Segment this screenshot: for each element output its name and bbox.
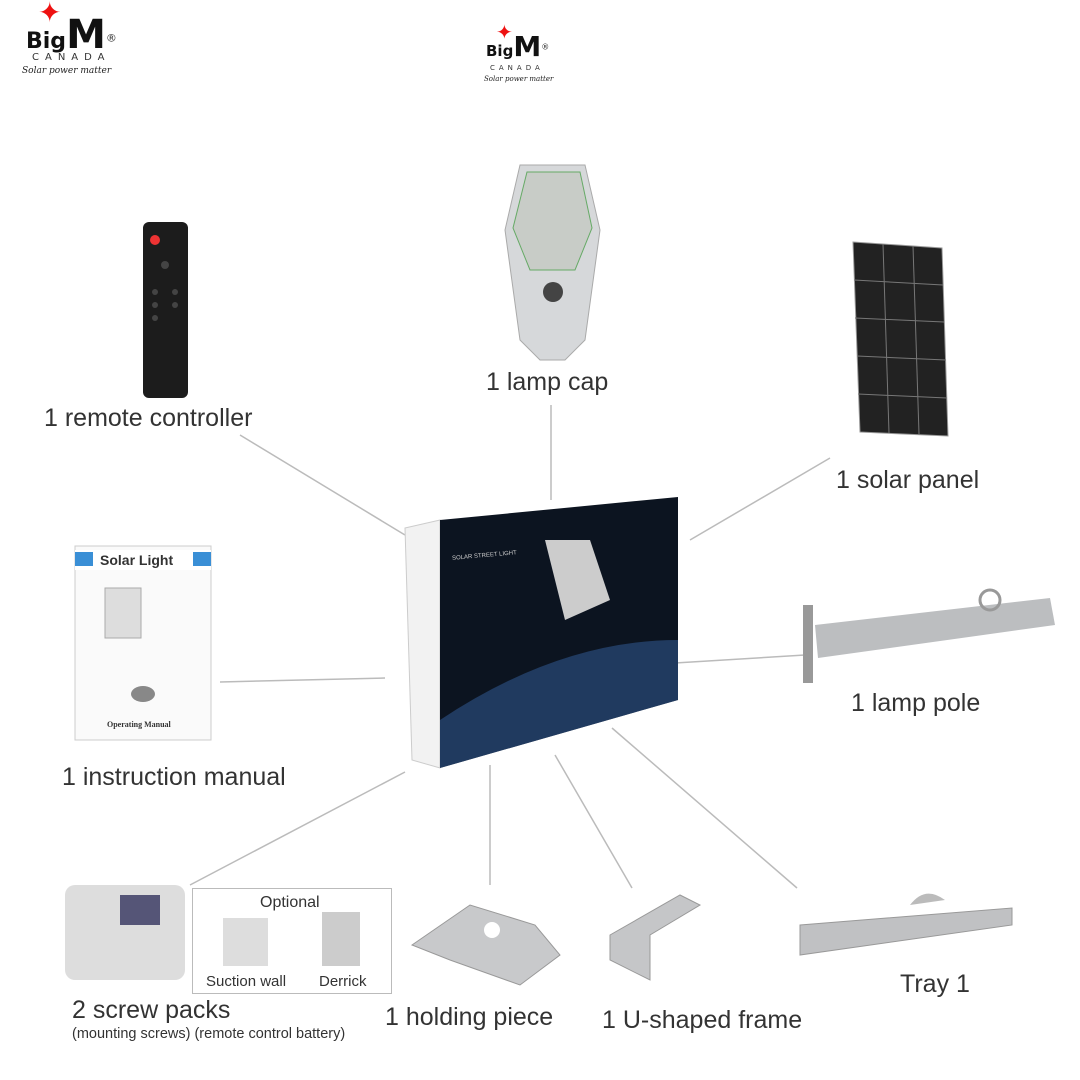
manual-cover-title: Solar Light — [100, 552, 174, 568]
logo-big: Big — [486, 42, 514, 60]
logo-tagline: Solar power matter — [22, 66, 112, 76]
logo-reg: ® — [105, 31, 117, 45]
logo-m: M — [66, 12, 106, 58]
logo-country: CANADA — [490, 64, 544, 72]
label-lamp-pole: 1 lamp pole — [851, 689, 981, 717]
instruction-manual-image — [74, 545, 212, 741]
logo-big: Big — [26, 29, 67, 54]
maple-leaf-icon: ✦ — [496, 20, 513, 44]
manual-cover-footer: Operating Manual — [107, 720, 171, 729]
product-box-image — [404, 497, 678, 769]
optional-box — [192, 888, 392, 994]
optional-suction-wall: Suction wall — [206, 973, 287, 990]
label-holding-piece: 1 holding piece — [385, 1003, 554, 1031]
lamp-pole-image — [803, 588, 1055, 683]
tray-image — [799, 893, 1013, 956]
label-tray: Tray 1 — [900, 970, 970, 998]
label-solar-panel: 1 solar panel — [836, 466, 980, 494]
optional-derrick: Derrick — [319, 973, 367, 990]
label-screw-packs: 2 screw packs — [72, 996, 231, 1024]
logo-reg: ® — [541, 42, 550, 52]
label-lamp-cap: 1 lamp cap — [486, 368, 609, 396]
label-screw-packs-note: (mounting screws) (remote control batter… — [72, 1026, 346, 1042]
label-instruction-manual: 1 instruction manual — [62, 763, 286, 791]
derrick-pack-image — [322, 912, 360, 966]
remote-controller-image — [143, 222, 188, 398]
brand-logo-center: ✦ BigM® CANADA Solar power matter — [482, 20, 562, 86]
holding-piece-hole — [484, 922, 500, 938]
logo-country: CANADA — [32, 52, 111, 63]
suction-wall-pack-image — [223, 918, 268, 966]
connector-lines — [189, 405, 831, 889]
logo-tagline: Solar power matter — [484, 75, 554, 83]
lamp-cap-image — [504, 164, 601, 361]
screw-pack-image — [65, 885, 185, 980]
label-remote-controller: 1 remote controller — [44, 404, 253, 432]
holding-piece-image — [410, 904, 561, 986]
logo-m: M — [513, 30, 542, 63]
label-u-shaped-frame: 1 U-shaped frame — [602, 1006, 803, 1034]
solar-panel-image — [852, 241, 949, 437]
u-frame-image — [609, 894, 702, 981]
brand-logo: ✦ BigM® CANADA Solar power matter — [20, 0, 130, 82]
optional-title: Optional — [260, 894, 320, 911]
maple-leaf-icon: ✦ — [38, 0, 62, 29]
